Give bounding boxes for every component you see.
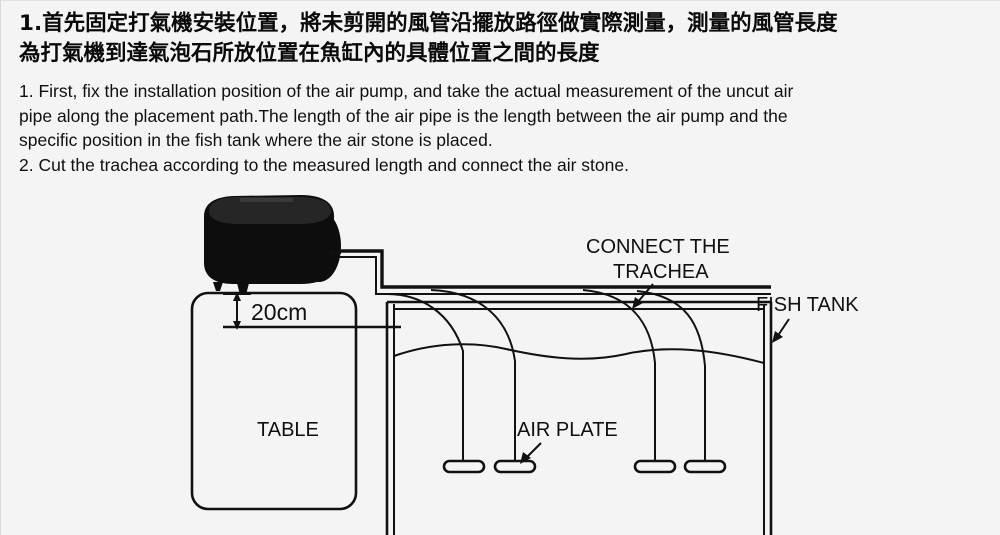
air-plate-3 [633,459,677,474]
instruction-en-line-2: pipe along the placement path.The length… [19,105,788,126]
table-label: TABLE [257,419,319,441]
instruction-cjk-line-2: 為打氣機到達氣泡石所放位置在魚缸內的具體位置之間的長度 [19,41,600,66]
air-tube-2 [430,289,516,461]
trachea-main-upper [339,249,771,289]
connect-trachea-leader [636,283,654,304]
instruction-english-block: 1. First, fix the installation position … [19,79,987,177]
setup-diagram: TABLE [1,191,1000,535]
air-tube-4 [636,290,706,461]
fish-tank [385,300,773,535]
fish-tank-label: FISH TANK [756,294,859,316]
dimension-20cm-label: 20cm [251,299,307,325]
instruction-en-line-3: specific position in the fish tank where… [19,130,493,150]
water-surface [393,343,765,364]
instruction-cjk-line-1: 1.首先固定打氣機安裝位置，將未剪開的風管沿擺放路徑做實際測量，測量的風管長度 [19,11,838,36]
connect-trachea-arrowhead [632,297,643,309]
dimension-20cm: 20cm [223,292,401,330]
air-tube-1 [386,293,464,461]
fish-tank-annotation: FISH TANK [756,294,859,343]
diagram-svg: TABLE [190,195,859,535]
air-pump [204,195,341,295]
fish-tank-arrowhead [772,331,783,343]
air-plate-annotation: AIR PLATE [517,419,618,464]
air-plate-label: AIR PLATE [517,419,618,441]
connect-trachea-label-line2: TRACHEA [613,261,709,283]
table-surface [190,291,358,511]
air-plate-arrowhead [520,452,531,464]
instruction-text-block: 1.首先固定打氣機安裝位置，將未剪開的風管沿擺放路徑做實際測量，測量的風管長度 … [19,9,987,177]
connect-trachea-annotation: CONNECT THE TRACHEA [586,236,730,309]
instruction-en-line-1: 1. First, fix the installation position … [19,81,794,101]
air-tube-3 [582,289,656,461]
air-plate-1 [442,459,486,474]
air-plate-4 [683,459,727,474]
connect-trachea-label-line1: CONNECT THE [586,236,730,258]
air-plate-2 [493,459,537,474]
trachea-main-lower [339,256,771,295]
instruction-en-line-4: 2. Cut the trachea according to the meas… [19,154,629,175]
